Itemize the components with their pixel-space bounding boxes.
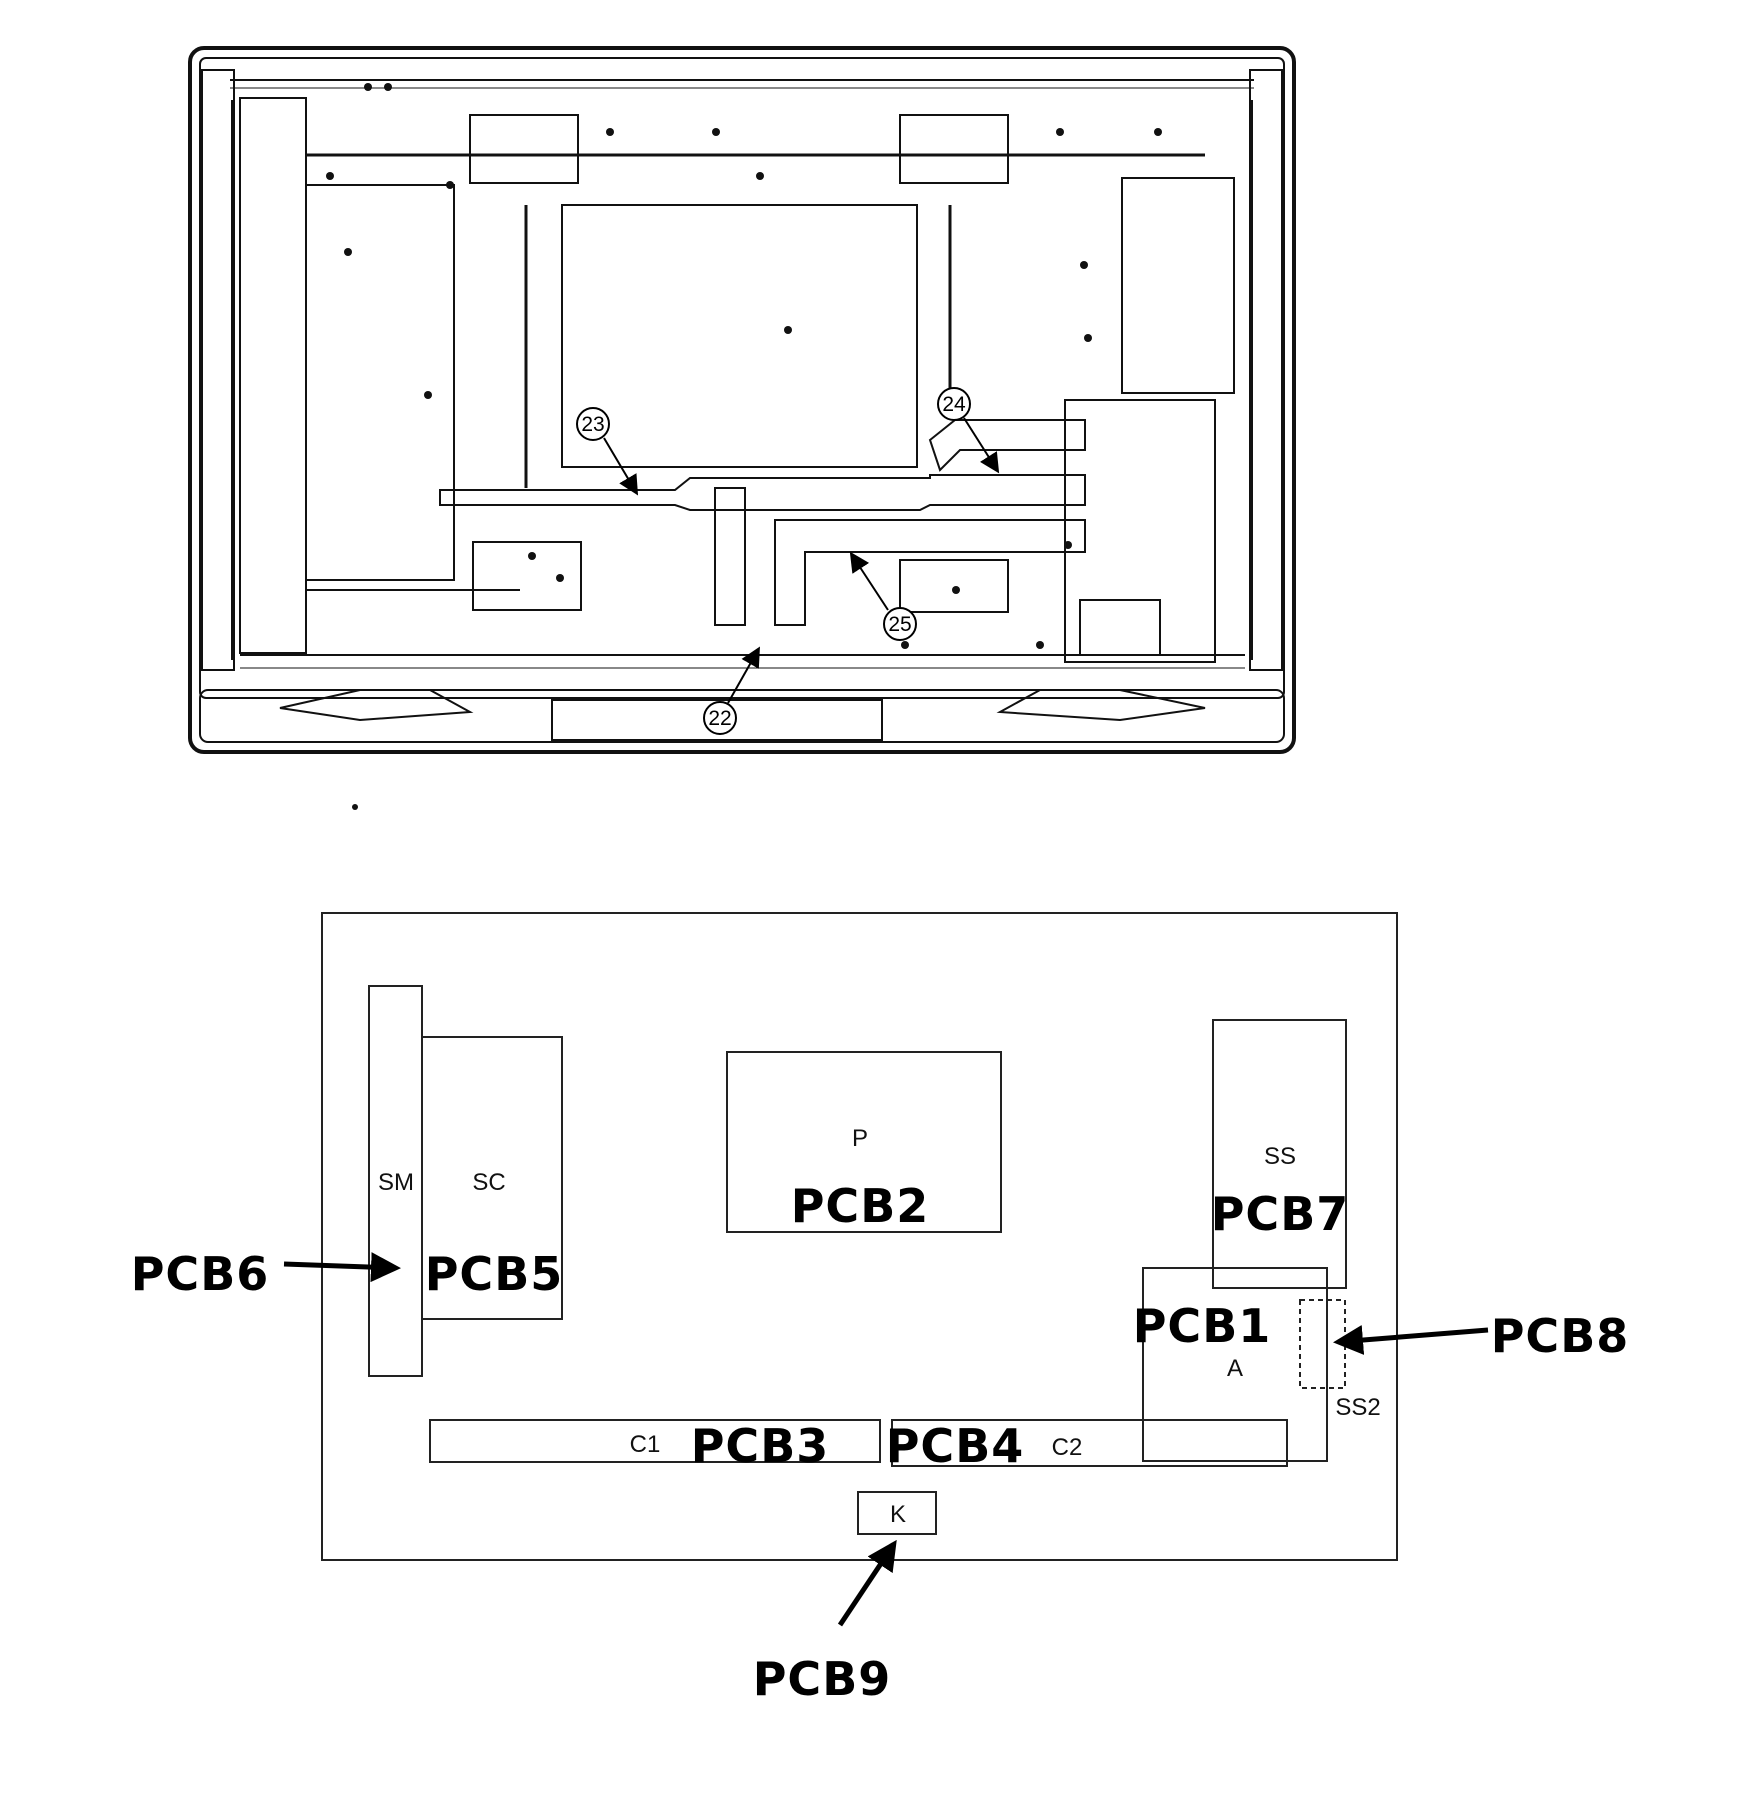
drawing-board-ss xyxy=(1121,177,1235,394)
callout-23-label: 23 xyxy=(581,413,604,436)
board-label-ss: SS xyxy=(1264,1143,1296,1170)
drawing-board-sm xyxy=(239,97,307,654)
stray-dot xyxy=(352,804,358,810)
board-label-ss2: SS2 xyxy=(1335,1394,1380,1421)
board-label-c1: C1 xyxy=(630,1431,661,1458)
pcb-label-pcb2: PCB2 xyxy=(791,1179,930,1233)
pcb-label-pcb1: PCB1 xyxy=(1133,1299,1272,1353)
flat-cable-24 xyxy=(928,419,1086,472)
speaker-right xyxy=(996,689,1206,722)
board-label-a: A xyxy=(1227,1355,1243,1382)
callout-22-label: 22 xyxy=(708,707,731,730)
callout-22: 22 xyxy=(703,646,760,735)
pcb-label-pcb9: PCB9 xyxy=(753,1652,892,1706)
box-c2 xyxy=(891,1419,1288,1467)
box-ss xyxy=(1212,1019,1347,1289)
drawing-board-p xyxy=(561,204,918,468)
board-label-c2: C2 xyxy=(1052,1434,1083,1461)
pcb-label-pcb6: PCB6 xyxy=(131,1247,270,1301)
tv-rear-chassis-drawing xyxy=(188,46,1296,754)
left-rail xyxy=(201,69,235,671)
board-label-k: K xyxy=(890,1501,906,1528)
drawing-board-sc xyxy=(305,184,455,581)
arrow-pcb6 xyxy=(283,1252,401,1283)
chassis-inner-frame xyxy=(199,57,1285,699)
box-sc xyxy=(421,1036,563,1320)
arrow-pcb8 xyxy=(1333,1325,1489,1355)
pcb-label-pcb7: PCB7 xyxy=(1211,1187,1350,1241)
box-a xyxy=(1142,1267,1328,1462)
callout-24: 24 xyxy=(937,387,1000,474)
pcb-label-pcb4: PCB4 xyxy=(886,1419,1025,1473)
callout-25: 25 xyxy=(849,551,917,641)
stand-strip xyxy=(199,689,1285,743)
callout-25-label: 25 xyxy=(888,613,911,636)
bracket-top-left xyxy=(469,114,579,184)
arrow-pcb9 xyxy=(837,1539,897,1627)
pcb-label-pcb5: PCB5 xyxy=(425,1247,564,1301)
box-c1 xyxy=(429,1419,881,1463)
callout-23: 23 xyxy=(576,407,639,496)
layout-outline xyxy=(321,912,1398,1561)
callout-24-label: 24 xyxy=(942,393,966,416)
box-ss2 xyxy=(1299,1299,1346,1389)
pcb-label-pcb8: PCB8 xyxy=(1491,1309,1630,1363)
board-label-sc: SC xyxy=(472,1169,505,1196)
right-rail xyxy=(1249,69,1283,671)
board-label-sm: SM xyxy=(378,1169,414,1196)
bracket-bottom-left xyxy=(472,541,582,611)
pcb-label-pcb3: PCB3 xyxy=(691,1419,830,1473)
flat-cable-25 xyxy=(774,519,1086,626)
drawing-board-a xyxy=(1064,399,1216,663)
box-p xyxy=(726,1051,1002,1233)
chassis-outer-frame xyxy=(188,46,1296,754)
chassis-screws xyxy=(326,83,1162,649)
flat-cable-23 xyxy=(439,474,1086,511)
bracket-bottom-right xyxy=(899,559,1009,613)
speaker-left xyxy=(279,689,474,722)
box-k xyxy=(857,1491,937,1535)
flat-cable-22 xyxy=(714,487,746,626)
board-layout-map xyxy=(321,912,1398,1561)
board-label-p: P xyxy=(852,1125,868,1152)
bracket-top-right xyxy=(899,114,1009,184)
